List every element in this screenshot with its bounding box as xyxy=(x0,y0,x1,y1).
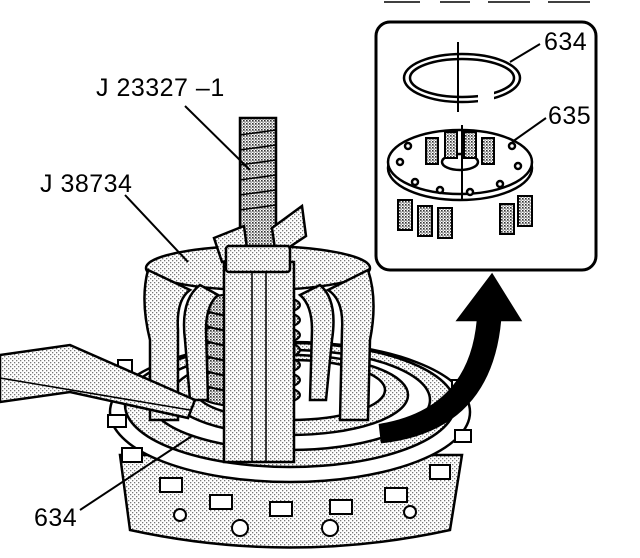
snap-ring-inset-label: 634 xyxy=(544,28,588,56)
threaded-rod xyxy=(212,116,308,274)
spring-retainer-icon xyxy=(386,125,534,239)
spring-assembly-label: 635 xyxy=(548,102,592,130)
pry-tool xyxy=(0,343,197,420)
curved-arrow xyxy=(378,272,523,444)
snap-ring-icon xyxy=(402,42,522,112)
snap-ring-main-label: 634 xyxy=(34,504,78,532)
leader-lines xyxy=(79,43,547,511)
tool-compressor-label: J 38734 xyxy=(40,170,133,198)
tool-adapter-label: J 23327 –1 xyxy=(96,74,225,102)
inset-frame xyxy=(374,20,598,272)
